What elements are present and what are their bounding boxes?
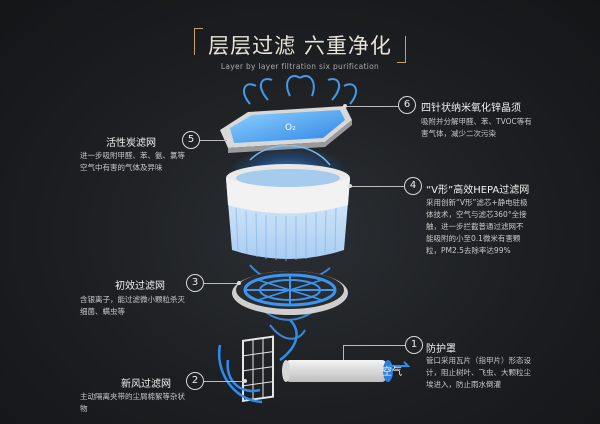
callout-6-title: 四针状纳米氧化锌晶须: [421, 103, 521, 114]
callout-4-title: “V形”高效HEPA过滤网: [426, 185, 530, 196]
callout-5-title: 活性炭滤网: [106, 138, 156, 149]
callout-4-desc: 采用创新“V形”滤芯+静电驻极体技术，空气与滤芯360°全接触，进一步拦截普通过…: [426, 198, 528, 255]
callout-2-dot: [243, 379, 247, 383]
primary-filter-icon: [232, 271, 348, 315]
callout-6-leader: [345, 106, 398, 107]
callout-1-title: 防护罩: [426, 344, 456, 355]
o2-label: O₂: [285, 123, 296, 133]
airflow-top-icon: [242, 75, 358, 105]
callout-5-dot: [227, 138, 231, 142]
callout-2-title: 新风过滤网: [121, 379, 171, 390]
callout-6-dot: [343, 104, 347, 108]
callout-1-leader-h: [343, 345, 405, 346]
callout-3-title: 初效过滤网: [115, 281, 165, 292]
title-block: 层层过滤 六重净化: [0, 28, 600, 63]
callout-2-leader: [204, 381, 244, 382]
page-title-text: 层层过滤 六重净化: [208, 34, 392, 58]
air-label: 空气: [382, 367, 402, 378]
title-bracket-right: [396, 36, 406, 63]
page-subtitle: Layer by layer filtration six purificati…: [220, 62, 380, 71]
callout-1-number: 1: [405, 336, 423, 354]
page-title: 层层过滤 六重净化: [194, 28, 406, 63]
callout-6-number: 6: [398, 96, 416, 114]
callout-5-leader: [200, 140, 228, 141]
callout-6-desc: 吸附并分解甲醛、苯、TVOC等有害气体，减少二次污染: [421, 117, 532, 138]
zinc-oxide-filter-icon: O₂: [220, 106, 352, 153]
callout-3-dot: [237, 281, 241, 285]
callout-3-leader: [204, 283, 238, 284]
callout-5-desc: 进一步吸附甲醛、苯、氨、氯等空气中有害的气体及异味: [80, 151, 185, 172]
callout-1-desc: 管口采用瓦片（指甲片）形态设计，阻止树叶、飞虫、大颗粒尘埃进入，防止雨水倒灌: [426, 356, 531, 389]
callout-1-leader-v: [343, 345, 344, 360]
callout-4-dot: [348, 184, 352, 188]
callout-4-leader: [350, 186, 404, 187]
callout-5-number: 5: [182, 131, 200, 149]
callout-3-number: 3: [186, 274, 204, 292]
fresh-air-filter-icon: [242, 335, 274, 402]
callout-2-desc: 主动隔离夹带的尘屑棉絮等杂状物: [80, 392, 185, 413]
hepa-filter-icon: [226, 164, 350, 261]
title-bracket-left: [194, 28, 204, 55]
callout-4-number: 4: [404, 177, 422, 195]
callout-2-number: 2: [186, 372, 204, 390]
callout-3-desc: 含银离子，能过滤微小颗粒杀灭细菌、螨虫等: [80, 295, 185, 316]
protective-pipe-icon: [282, 360, 411, 382]
